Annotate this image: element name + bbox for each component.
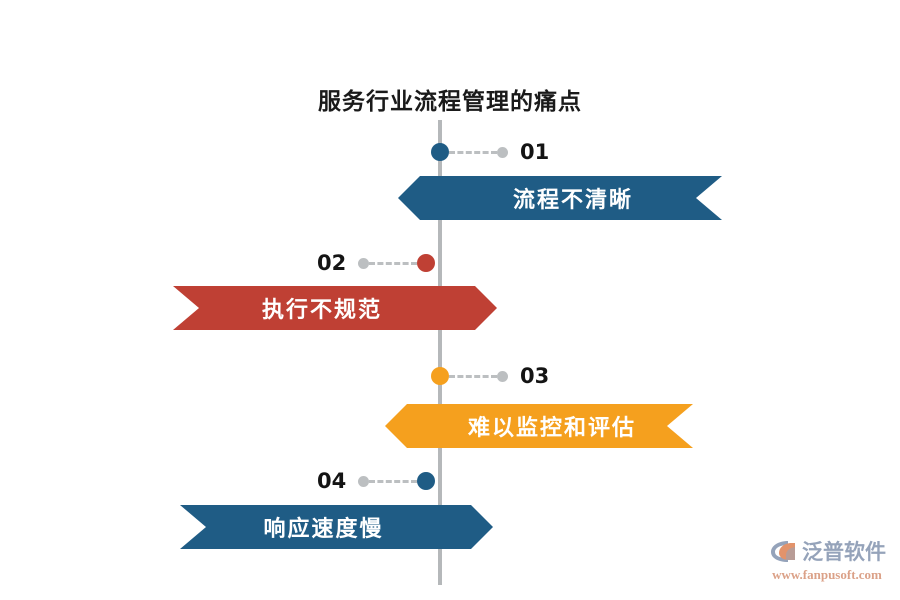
watermark-url: www.fanpusoft.com [772,567,882,582]
connector-02: 02 [317,250,436,275]
banner-04[interactable]: 响应速度慢 [180,505,493,549]
step-number-02: 02 [317,250,347,275]
banner-tail-03 [667,404,693,448]
connector-04: 04 [317,468,436,493]
banner-label-01: 流程不清晰 [512,187,633,212]
node-dot-03 [431,367,449,385]
end-dot-03 [497,370,508,382]
fanpu-logo-icon [768,538,798,564]
banner-label-04: 响应速度慢 [263,516,384,541]
node-dot-01 [431,143,449,161]
banner-03[interactable]: 难以监控和评估 [385,404,693,448]
dash-line-03 [449,374,497,378]
connector-03: 03 [431,363,550,388]
dash-line-02 [369,261,418,265]
end-dot-04 [358,475,370,487]
connector-01: 01 [431,139,550,164]
watermark-brand: 泛普软件 [802,541,886,564]
timeline-axis [438,120,442,585]
banner-label-02: 执行不规范 [261,297,382,322]
step-number-04: 04 [317,468,347,493]
node-dot-04 [417,472,436,490]
end-dot-02 [358,257,370,269]
dash-line-01 [449,150,497,154]
dash-line-04 [369,479,418,483]
banner-tail-04 [180,505,206,549]
watermark-row: 泛普软件 [768,536,886,566]
step-number-01: 01 [520,139,550,164]
banner-tail-02 [173,286,199,330]
banner-label-03: 难以监控和评估 [467,415,636,440]
banner-01[interactable]: 流程不清晰 [398,176,722,220]
banner-02[interactable]: 执行不规范 [173,286,497,330]
watermark: 泛普软件 www.fanpusoft.com [757,536,897,588]
banner-tail-01 [696,176,722,220]
step-number-03: 03 [520,363,550,388]
node-dot-02 [417,254,436,272]
page-title: 服务行业流程管理的痛点 [318,88,582,114]
end-dot-01 [497,146,508,158]
